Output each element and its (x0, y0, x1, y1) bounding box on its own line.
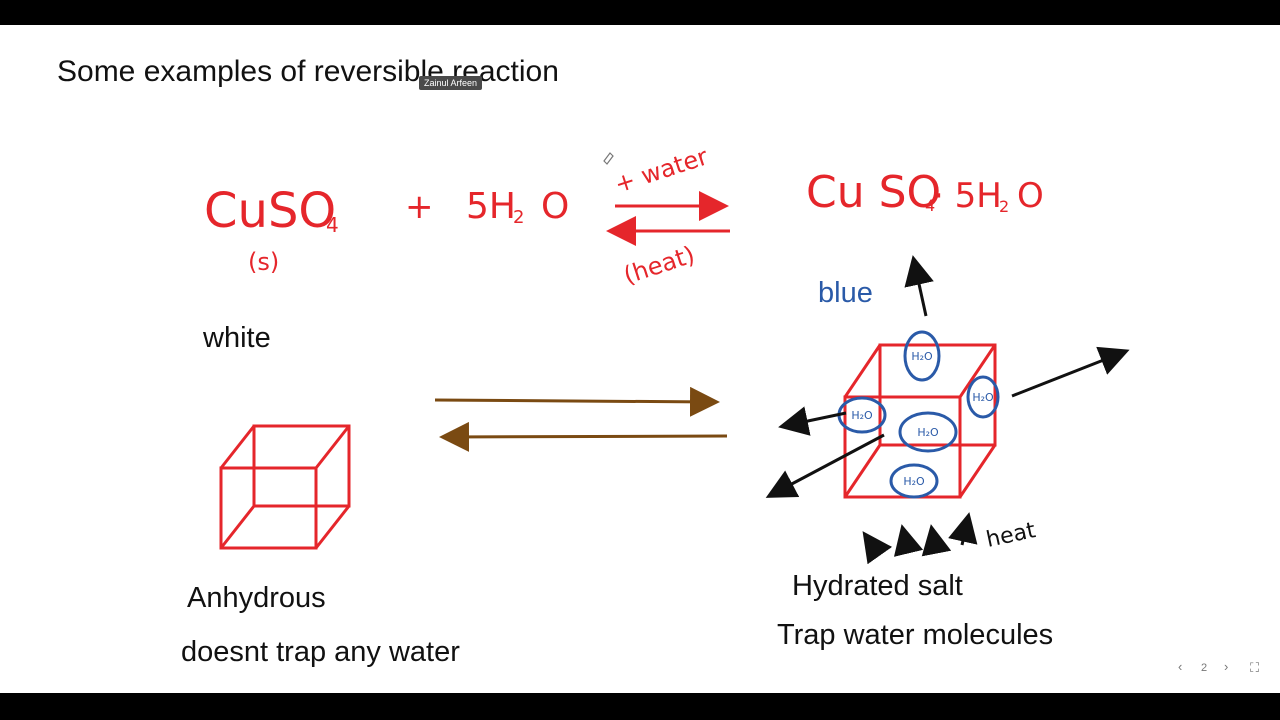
chevron-right-icon[interactable]: › (1224, 659, 1229, 674)
brown-forward-arrow (434, 386, 720, 417)
video-bottom-bar (0, 693, 1280, 720)
reactant-formula: CuSO (204, 183, 336, 239)
water-subscript: 2 (513, 207, 524, 228)
label-white: white (203, 322, 271, 354)
water-formula: 5H (466, 186, 516, 227)
brown-reverse-arrow (439, 421, 728, 452)
plus-sign: + (405, 187, 434, 227)
video-top-bar (0, 0, 1280, 25)
label-blue: blue (818, 277, 873, 309)
anhydrous-cube (219, 424, 351, 550)
escape-arrows (765, 255, 1130, 498)
label-anhydrous-note: doesnt trap any water (181, 636, 460, 668)
equation: CuSO 4 (s) + 5H 2 O + water (heat) Cu SO… (204, 142, 1044, 289)
product-subscript: 4 (925, 196, 935, 215)
product-water: · 5H (933, 176, 1002, 216)
backward-condition: (heat) (620, 241, 698, 290)
reactant-subscript: 4 (326, 213, 339, 237)
reactant-state: (s) (248, 248, 279, 276)
svg-text:H₂O: H₂O (903, 475, 925, 488)
water-oxygen: O (541, 186, 569, 227)
expand-icon[interactable]: ⛶ (1250, 660, 1260, 675)
product-formula: Cu SO (806, 167, 941, 218)
heat-label: heat (984, 518, 1038, 553)
heat-arrows (862, 512, 978, 565)
product-oxygen: O (1017, 176, 1044, 216)
label-hydrated-salt: Hydrated salt (792, 570, 963, 602)
forward-condition: + water (611, 142, 711, 198)
presenter-name-tag: Zainul Arfeen (419, 76, 483, 90)
product-subscript-2: 2 (999, 197, 1009, 216)
label-anhydrous: Anhydrous (187, 582, 326, 614)
slide-canvas: Some examples of reversible reaction Zai… (0, 25, 1280, 693)
svg-text:H₂O: H₂O (851, 409, 873, 422)
label-hydrated-note: Trap water molecules (777, 619, 1054, 651)
water-molecule-labels: H₂O H₂O H₂O H₂O H₂O (851, 350, 994, 488)
page-number: 2 (1201, 662, 1208, 674)
pen-cursor-icon (603, 152, 614, 165)
svg-text:H₂O: H₂O (917, 426, 939, 439)
svg-text:H₂O: H₂O (911, 350, 933, 363)
chevron-left-icon[interactable]: ‹ (1178, 659, 1183, 674)
ink-annotations: CuSO 4 (s) + 5H 2 O + water (heat) Cu SO… (204, 142, 1130, 565)
svg-text:H₂O: H₂O (972, 391, 994, 404)
